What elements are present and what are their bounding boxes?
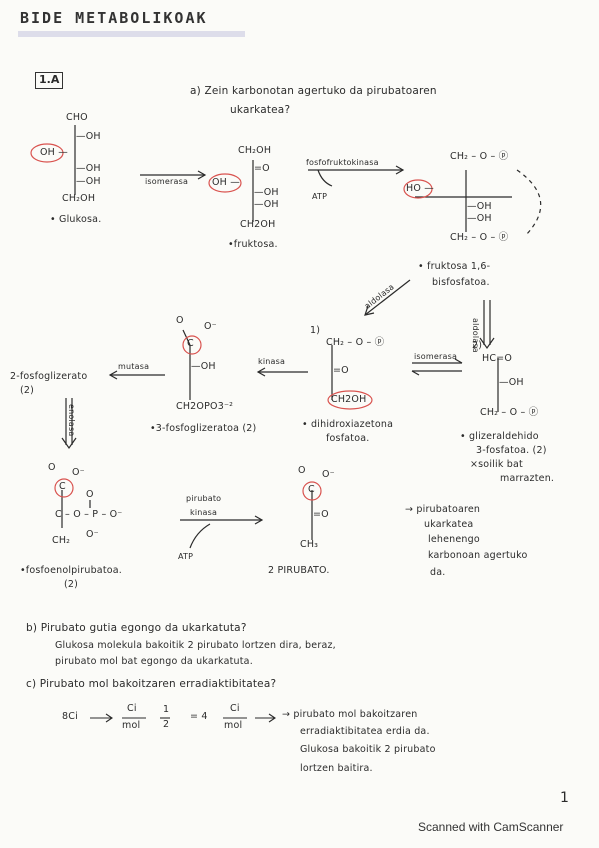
fbp-ho: HO — [406, 183, 434, 194]
g3p-top: HC=O [482, 353, 513, 364]
pep-p-line: C – O – P – O⁻ [55, 509, 123, 520]
pep-o-minus: O⁻ [72, 467, 85, 478]
pep-o-top: O [48, 462, 56, 473]
fbp-bottom: CH₂ – O – ⓟ [450, 232, 509, 243]
pep-o-p: O [86, 489, 94, 500]
pep-name2: (2) [64, 579, 79, 590]
note-a-line1: → pirubatoaren [405, 504, 481, 515]
pyruvate-o-top: O [298, 465, 306, 476]
answer-b-line2: pirubato mol bat egongo da ukarkatuta. [55, 656, 253, 667]
fbp-name1: • fruktosa 1,6- [418, 261, 491, 272]
fructose-ch2oh-top: CH₂OH [238, 145, 272, 156]
question-a-line1: a) Zein karbonotan agertuko da pirubatoa… [190, 85, 437, 97]
fructose-ch2oh-bottom: CH2OH [240, 219, 276, 230]
pg3-oh: —OH [191, 361, 216, 372]
frac1-num: Ci [127, 703, 137, 714]
fructose-o: =O [254, 163, 270, 174]
dhap-name1: • dihidroxiazetona [302, 419, 394, 430]
glucose-oh4: —OH [76, 176, 101, 187]
pg3-c: C [187, 338, 194, 349]
isomerasa-label: isomerasa [145, 177, 189, 186]
atp-label-2: ATP [178, 552, 194, 561]
fbp-top: CH₂ – O – ⓟ [450, 151, 509, 162]
answer-c-line4: lortzen baitira. [300, 763, 373, 774]
pyruvate-name: 2 PIRUBATO. [268, 565, 330, 576]
dhap-num: 1) [310, 325, 321, 336]
pep-o-bottom: O⁻ [86, 529, 99, 540]
mutasa-label: mutasa [118, 362, 150, 371]
pg2-name1: 2-fosfoglizerato [10, 371, 88, 382]
dhap-o: =O [333, 365, 349, 376]
answer-c-line3: Glukosa bakoitik 2 pirubato [300, 744, 436, 755]
g3p-oh: —OH [499, 377, 524, 388]
frac1-den: mol [122, 720, 141, 731]
question-b: b) Pirubato gutia egongo da ukarkatuta? [26, 622, 247, 634]
scanner-watermark: Scanned with CamScanner [418, 820, 564, 834]
question-c: c) Pirubato mol bakoitzaren erradiaktibi… [26, 678, 277, 690]
pg3-name: •3-fosfoglizeratoa (2) [150, 423, 257, 434]
fosfofruktokinasa-label: fosfofruktokinasa [306, 158, 379, 167]
frac2-num: 1 [163, 704, 170, 715]
dhap-bottom: CH2OH [331, 394, 367, 405]
question-a-line2: ukarkatea? [230, 104, 291, 116]
glucose-cho: CHO [66, 112, 88, 123]
atp-label-1: ATP [312, 192, 328, 201]
fructose-oh2: —OH [254, 199, 279, 210]
glucose-oh-left: OH — [40, 147, 68, 158]
fructose-oh1: —OH [254, 187, 279, 198]
g3p-name4: marrazten. [500, 473, 555, 484]
glucose-name: • Glukosa. [50, 214, 102, 225]
pg2-name2: (2) [20, 385, 35, 396]
fbp-name2: bisfosfatoa. [432, 277, 490, 288]
kinasa-label: kinasa [258, 357, 286, 366]
dhap-top: CH₂ – O – ⓟ [326, 337, 385, 348]
pg3-o-top: O [176, 315, 184, 326]
g3p-name3: ×soilik bat [470, 459, 523, 470]
fbp-oh1: —OH [467, 201, 492, 212]
note-a-line4: karbonoan agertuko [428, 550, 528, 561]
pg3-o-minus: O⁻ [204, 321, 217, 332]
note-a-line3: lehenengo [428, 534, 480, 545]
g3p-bottom: CH₂ – O – ⓟ [480, 407, 539, 418]
isomerasa2-label: isomerasa [414, 352, 458, 361]
page-title: BIDE METABOLIKOAK [20, 9, 208, 27]
pirubato-kinasa-line1: pirubato [186, 494, 222, 503]
pyruvate-ch3: CH₃ [300, 539, 319, 550]
note-a-line2: ukarkatea [424, 519, 474, 530]
glucose-ch2oh: CH₂OH [62, 193, 96, 204]
calc-left: 8Ci [62, 711, 78, 722]
g3p-num: 2) [472, 340, 483, 351]
pep-name1: •fosfoenolpirubatoa. [20, 565, 123, 576]
note-a-line5: da. [430, 567, 446, 578]
g3p-name1: • glizeraldehido [460, 431, 539, 442]
pep-c: C [59, 481, 66, 492]
answer-c-line1: → pirubato mol bakoitzaren [282, 709, 418, 720]
page-number: 1 [560, 790, 570, 806]
pg3-bottom: CH2OPO3⁻² [176, 401, 234, 412]
pirubato-kinasa-line2: kinasa [190, 508, 218, 517]
glucose-oh1: —OH [76, 131, 101, 142]
answer-c-line2: erradiaktibitatea erdia da. [300, 726, 430, 737]
dhap-name2: fosfatoa. [326, 433, 370, 444]
frac2-den: 2 [163, 719, 170, 730]
calc-eq: = 4 [190, 711, 208, 722]
fructose-name: •fruktosa. [228, 239, 278, 250]
pep-ch2: CH₂ [52, 535, 71, 546]
section-label: 1.A [35, 72, 64, 89]
fructose-oh-left: OH — [212, 177, 240, 188]
pyruvate-o-minus: O⁻ [322, 469, 335, 480]
answer-b-line1: Glukosa molekula bakoitik 2 pirubato lor… [55, 640, 336, 651]
pyruvate-c: C [308, 484, 315, 495]
fbp-oh2: —OH [467, 213, 492, 224]
g3p-name2: 3-fosfatoa. (2) [476, 445, 547, 456]
frac3-den: mol [224, 720, 243, 731]
glucose-oh3: —OH [76, 163, 101, 174]
pyruvate-o: =O [313, 509, 329, 520]
frac3-num: Ci [230, 703, 240, 714]
